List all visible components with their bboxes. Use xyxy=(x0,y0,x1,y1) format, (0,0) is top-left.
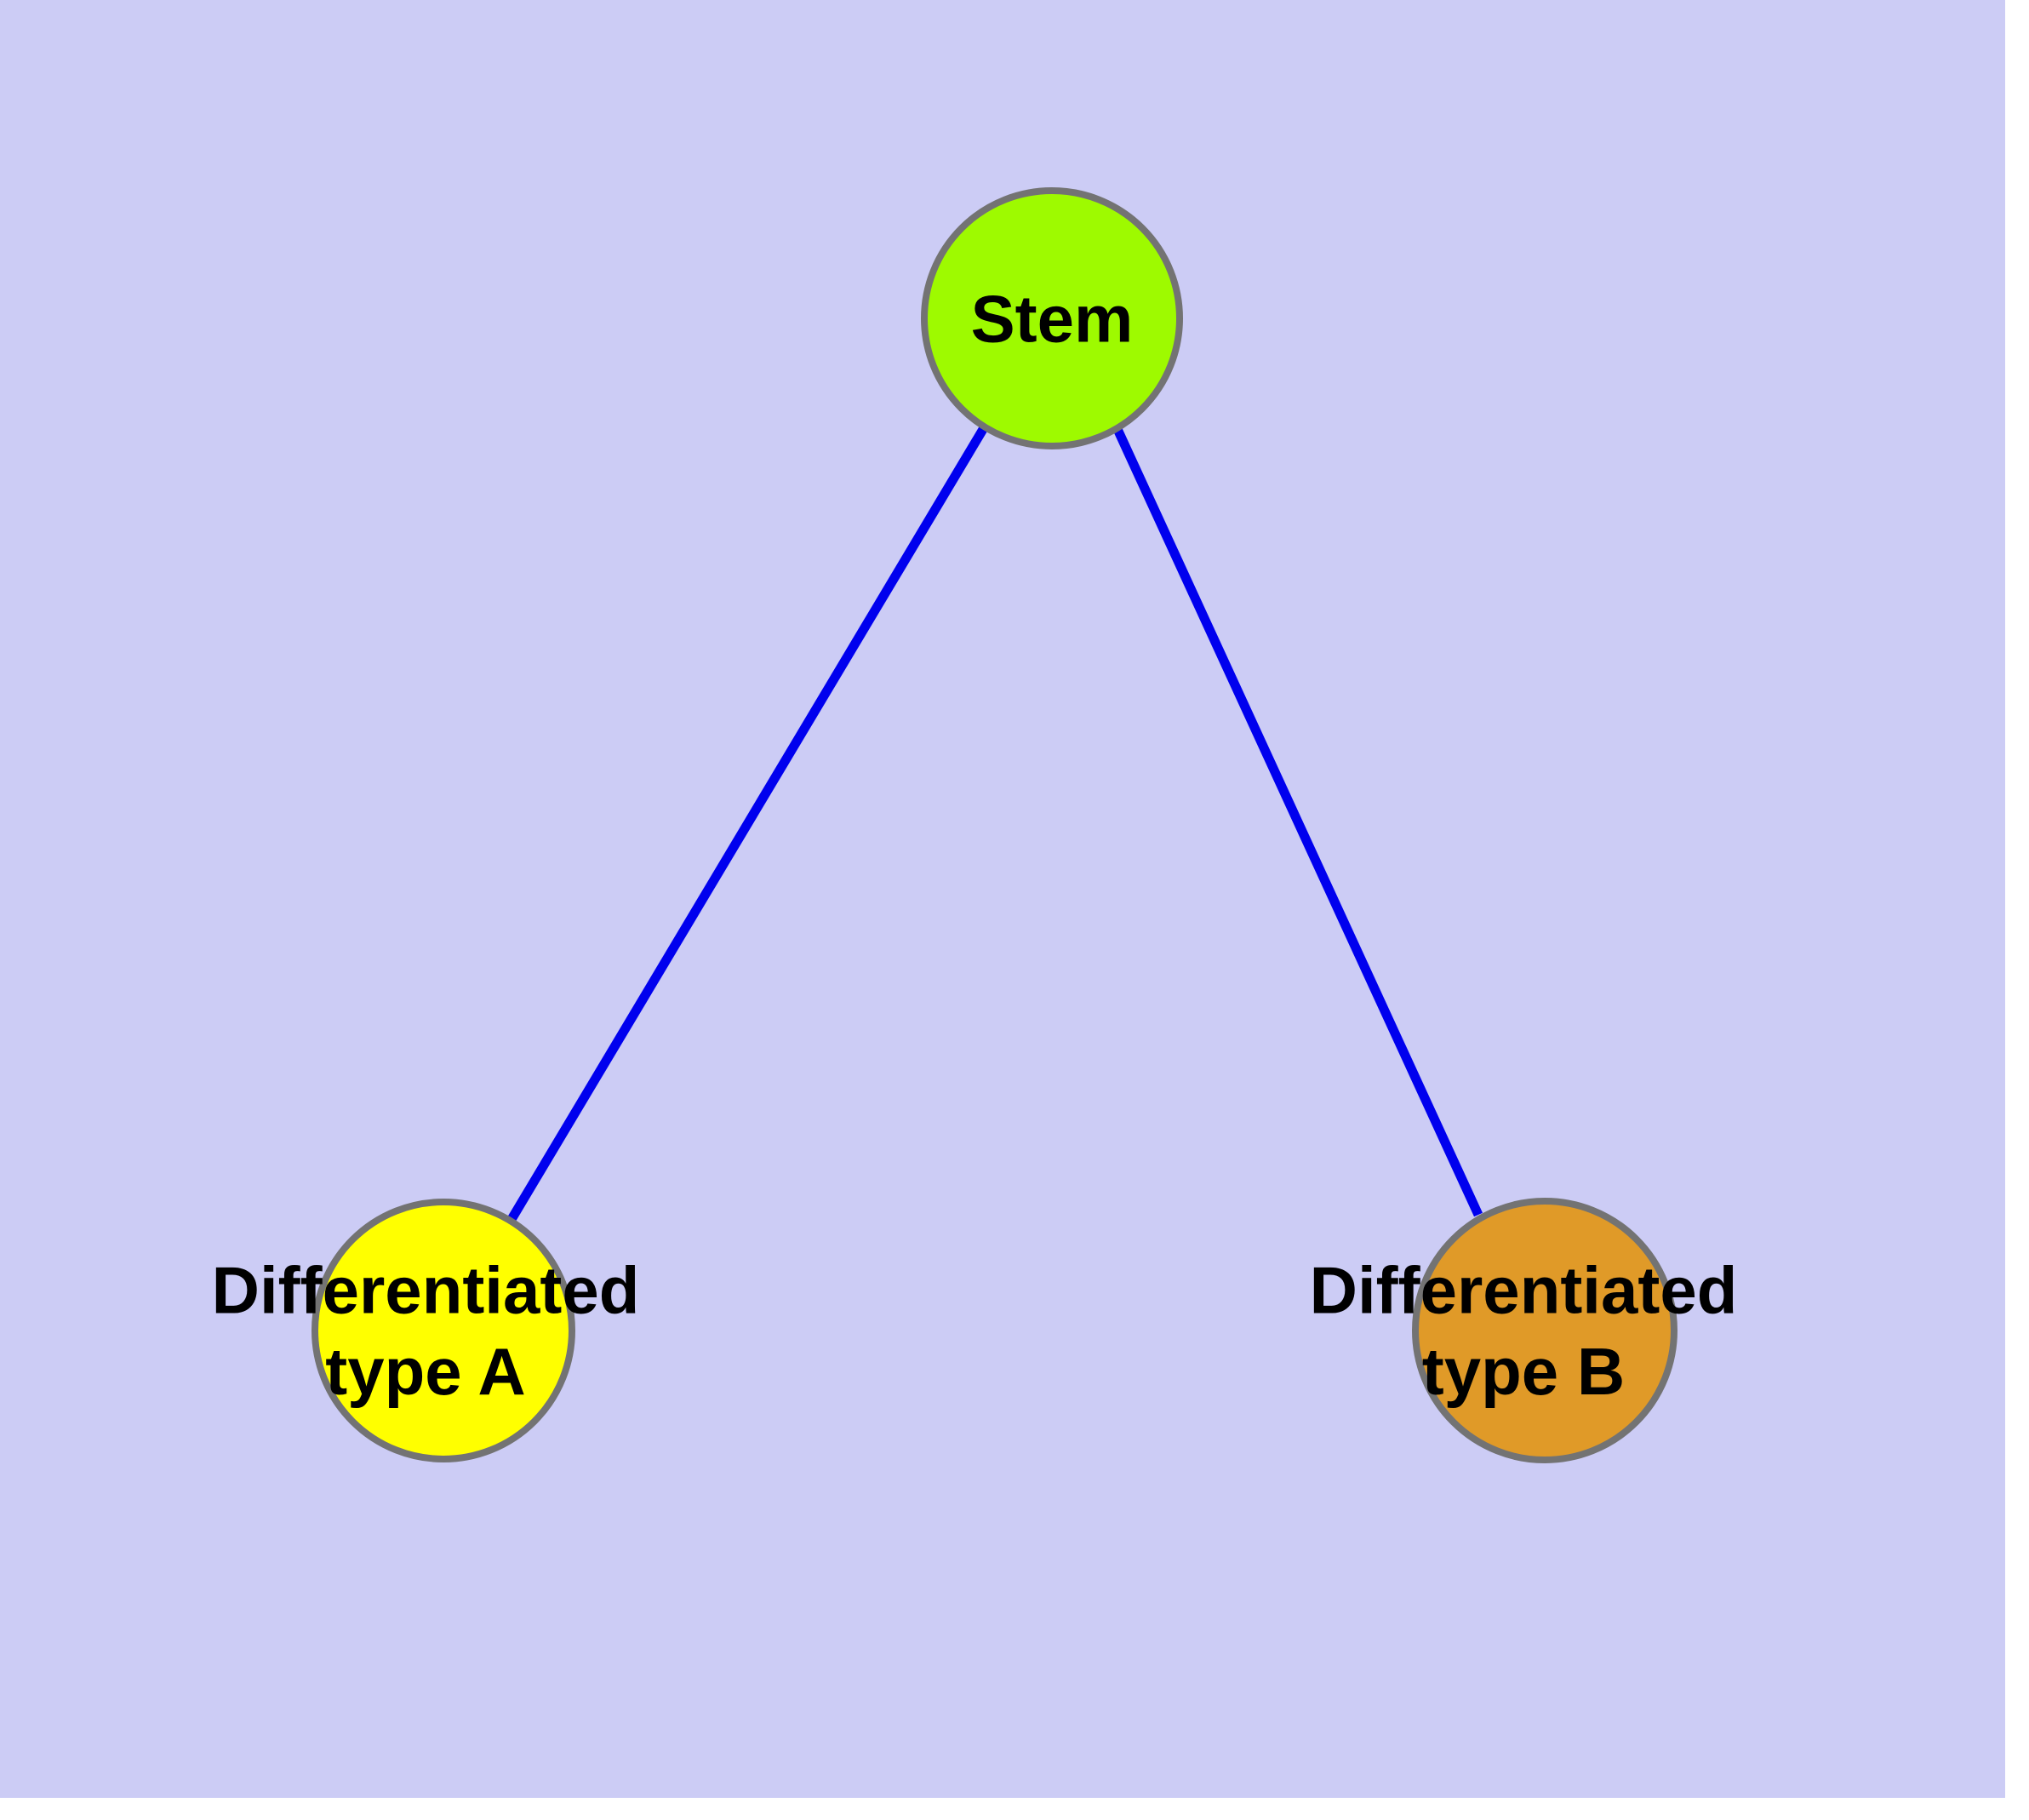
edge-stem-to-differentiated-type-b xyxy=(1112,425,1483,1217)
label-line: Stem xyxy=(971,281,1134,356)
label-line: type A xyxy=(325,1334,526,1409)
label-line: type B xyxy=(1422,1334,1625,1409)
edge-stem-to-differentiated-type-a xyxy=(506,424,989,1223)
node-stem-circle[interactable] xyxy=(921,187,1183,449)
label-line: Differentiated xyxy=(1310,1253,1738,1328)
edge-layer xyxy=(506,424,1483,1223)
node-differentiated-type-b[interactable] xyxy=(1412,1198,1677,1463)
node-differentiated-type-a[interactable] xyxy=(311,1199,575,1462)
node-layer xyxy=(311,187,1677,1463)
node-stem[interactable] xyxy=(921,187,1183,449)
node-differentiated-type-b-circle[interactable] xyxy=(1412,1198,1677,1463)
label-line: Differentiated xyxy=(212,1253,640,1328)
node-stem-label: Stem xyxy=(971,281,1134,356)
node-differentiated-type-a-circle[interactable] xyxy=(311,1199,575,1462)
